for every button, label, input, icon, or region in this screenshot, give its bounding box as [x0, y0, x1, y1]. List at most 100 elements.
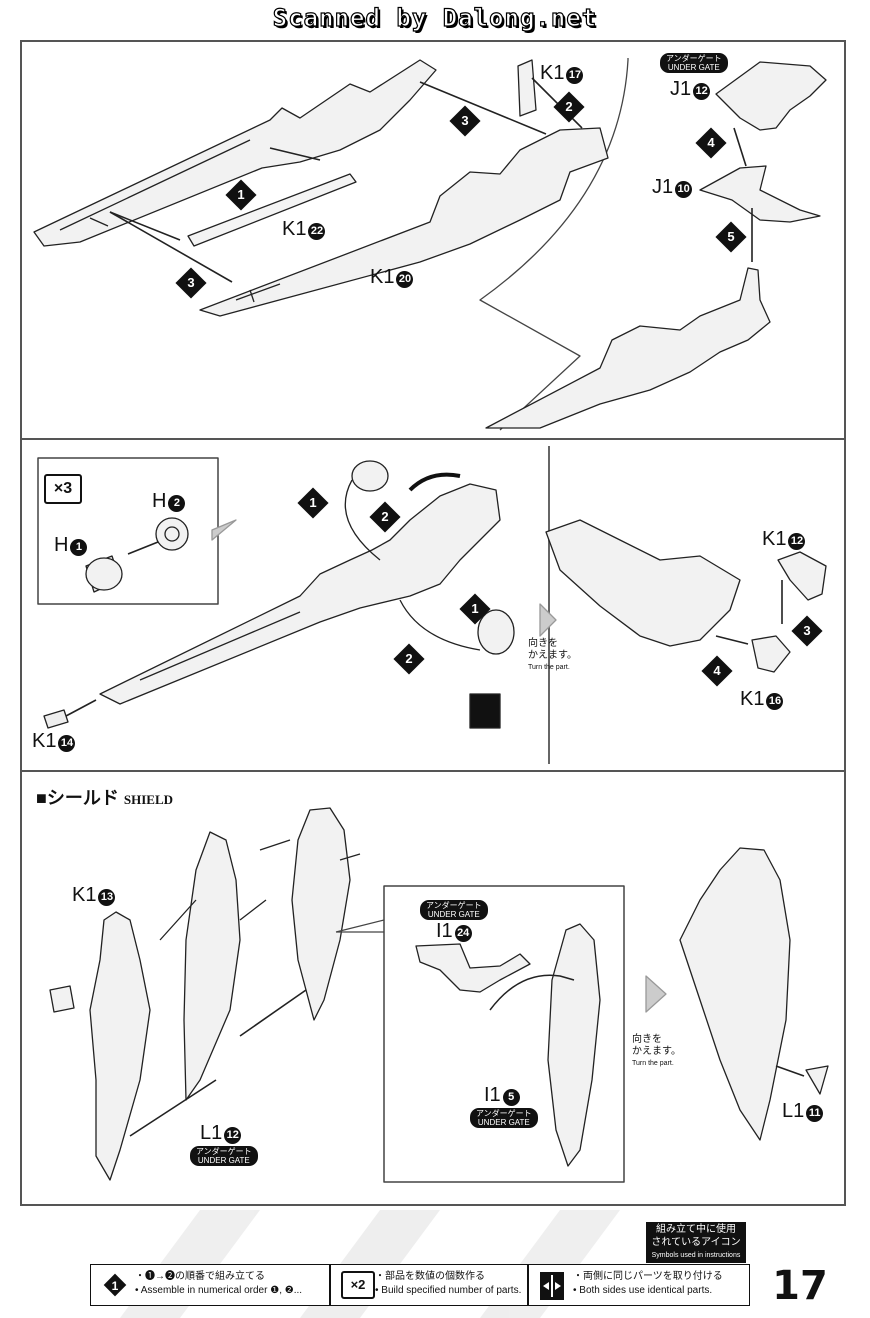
step-number: 4	[707, 135, 715, 150]
step-number: 4	[713, 663, 721, 678]
step-badge: 2	[369, 501, 401, 533]
part-prefix: K1	[740, 688, 765, 710]
turn-note-jp2: かえます。	[528, 650, 577, 661]
legend-item-quantity: ×2 ・部品を数値の個数作る • Build specified number …	[331, 1265, 527, 1305]
under-gate-jp: アンダーゲート	[196, 1147, 252, 1156]
step-badge: 3	[175, 267, 207, 299]
part-number: 17	[566, 67, 584, 84]
step-number: 1	[237, 187, 245, 202]
part-number: 16	[766, 693, 784, 710]
part-number: 22	[308, 223, 326, 240]
turn-part-note: 向きを かえます。 Turn the part.	[632, 1034, 681, 1070]
legend-order-en: • Assemble in numerical order ❶, ❷...	[135, 1285, 303, 1296]
step-badge: 1	[297, 487, 329, 519]
step-badge: 2	[393, 643, 425, 675]
part-number: 24	[454, 925, 472, 942]
part-number: 11	[806, 1105, 824, 1122]
legend-divider	[527, 1265, 529, 1305]
turn-note-jp1: 向きを	[632, 1034, 662, 1045]
both-sides-icon	[540, 1272, 564, 1300]
part-prefix: L1	[782, 1100, 805, 1122]
part-prefix: J1	[670, 78, 692, 100]
part-number: 1	[70, 539, 88, 556]
legend-heading-jp2: されているアイコン	[651, 1237, 741, 1248]
turn-note-en: Turn the part.	[632, 1060, 674, 1067]
step-badge: 1	[225, 179, 257, 211]
step-badge: 5	[715, 221, 747, 253]
symbols-legend: 1 ・❶→❷の順番で組み立てる • Assemble in numerical …	[90, 1264, 750, 1306]
step-number: 3	[803, 623, 811, 638]
legend-divider	[329, 1265, 331, 1305]
part-prefix: L1	[200, 1122, 223, 1144]
scan-credit: Scanned by Dalong.net	[272, 3, 598, 32]
part-prefix: K1	[370, 266, 395, 288]
legend-heading: 組み立て中に使用 されているアイコン Symbols used in instr…	[646, 1222, 746, 1263]
legend-order-jp: ・❶→❷の順番で組み立てる	[135, 1271, 265, 1282]
quantity-badge: ×3	[44, 474, 82, 504]
part-prefix: H	[152, 490, 167, 512]
step-number: 3	[461, 113, 469, 128]
step-number: 1	[471, 601, 479, 616]
part-prefix: I1	[436, 920, 453, 942]
part-number: 13	[98, 889, 116, 906]
divider-middle	[20, 770, 844, 772]
step-number: 1	[309, 495, 317, 510]
part-number: 12	[224, 1127, 242, 1144]
divider-top	[20, 438, 844, 440]
part-prefix: H	[54, 534, 69, 556]
shield-section-title: ■シールド SHIELD	[36, 784, 173, 810]
part-number: 2	[168, 495, 186, 512]
under-gate-badge: アンダーゲート UNDER GATE	[420, 900, 488, 920]
under-gate-jp: アンダーゲート	[476, 1109, 532, 1118]
part-number: 12	[788, 533, 806, 550]
under-gate-en: UNDER GATE	[667, 63, 720, 72]
divider-middle-vertical	[548, 446, 550, 764]
shield-title-jp: ■シールド	[36, 788, 119, 808]
part-prefix: I1	[484, 1084, 501, 1106]
under-gate-en: UNDER GATE	[197, 1156, 250, 1165]
turn-note-jp2: かえます。	[632, 1046, 681, 1057]
legend-both-sides-en: • Both sides use identical parts.	[573, 1285, 713, 1296]
under-gate-jp: アンダーゲート	[666, 54, 722, 63]
step-order-icon-number: 1	[112, 1279, 119, 1293]
part-prefix: K1	[540, 62, 565, 84]
part-prefix: K1	[762, 528, 787, 550]
part-number: 12	[693, 83, 711, 100]
part-prefix: K1	[72, 884, 97, 906]
legend-both-sides-jp: ・両側に同じパーツを取り付ける	[573, 1271, 723, 1282]
turn-note-jp1: 向きを	[528, 638, 558, 649]
step-badge: 2	[553, 91, 585, 123]
part-number: 5	[502, 1089, 520, 1106]
part-number: 10	[675, 181, 693, 198]
turn-part-note: 向きを かえます。 Turn the part.	[528, 638, 577, 674]
legend-item-order: 1 ・❶→❷の順番で組み立てる • Assemble in numerical …	[91, 1265, 327, 1305]
under-gate-badge: アンダーゲート UNDER GATE	[470, 1108, 538, 1128]
under-gate-badge: アンダーゲート UNDER GATE	[190, 1146, 258, 1166]
part-prefix: K1	[32, 730, 57, 752]
step-number: 2	[405, 651, 413, 666]
turn-note-en: Turn the part.	[528, 664, 570, 671]
under-gate-badge: アンダーゲート UNDER GATE	[660, 53, 728, 73]
step-number: 2	[381, 509, 389, 524]
legend-item-both-sides: ・両側に同じパーツを取り付ける • Both sides use identic…	[529, 1265, 747, 1305]
part-number: 20	[396, 271, 414, 288]
legend-heading-jp1: 組み立て中に使用	[656, 1224, 736, 1235]
step-badge: 3	[791, 615, 823, 647]
step-badge: 3	[449, 105, 481, 137]
shield-title-en: SHIELD	[123, 792, 174, 807]
legend-heading-en: Symbols used in instructions	[651, 1252, 741, 1259]
part-number: 14	[58, 735, 76, 752]
